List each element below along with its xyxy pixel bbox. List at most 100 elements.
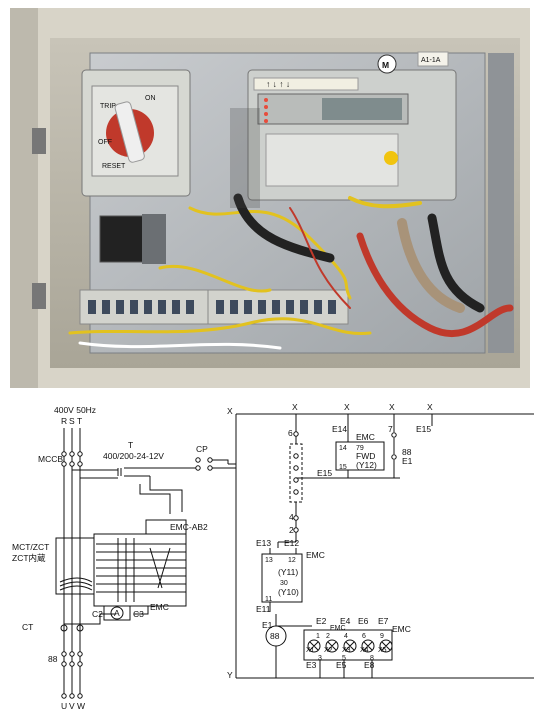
relay-display — [322, 98, 402, 120]
pushbutton-contacts — [293, 453, 299, 495]
e11-label: E11 — [256, 604, 271, 614]
e2-label: E2 — [316, 616, 327, 626]
c2-label: C2 — [92, 609, 103, 619]
fwd-y12: (Y12) — [356, 460, 377, 470]
breaker-reset-label: RESET — [102, 163, 126, 170]
aux-relay — [99, 214, 166, 264]
output-w: W — [77, 701, 85, 711]
relay-arrows: ↑ ↓ ↑ ↓ — [266, 79, 290, 89]
lamp-x3: X3 — [342, 647, 351, 654]
bus-x-label: X — [227, 406, 233, 416]
c88-label: 88 — [402, 447, 412, 457]
nameplate-text: A1-1A — [421, 57, 441, 64]
ammeter-frame — [103, 605, 131, 621]
phase-s: S — [69, 416, 75, 426]
x-tap-3: X — [389, 402, 395, 412]
fwd-output-wire — [296, 470, 400, 479]
mccb-label: MCCB — [38, 454, 63, 464]
emc-y-label: EMC — [306, 550, 325, 560]
ammeter-symbol — [110, 606, 124, 620]
y-30: 30 — [280, 580, 288, 587]
breaker-on-label: ON — [145, 95, 156, 102]
lamp-x5: X5 — [378, 647, 387, 654]
phase-r: R — [61, 416, 67, 426]
lamp-x2: X2 — [324, 647, 333, 654]
mccb-contacts — [61, 451, 83, 467]
node-7: 7 — [388, 424, 393, 434]
phase-t: T — [77, 416, 82, 426]
output-v: V — [69, 701, 75, 711]
emc-lamps-label: EMC — [392, 624, 411, 634]
cabinet-door-edge — [10, 8, 38, 388]
e13-label: E13 — [256, 538, 271, 548]
e3-label: E3 — [306, 660, 317, 670]
wiring-schematic: 400V 50Hz R S T MCCB T 400/200-24-12V CP… — [12, 402, 534, 711]
emc-mid-label: EMC — [330, 625, 346, 632]
ct-coils — [60, 624, 84, 632]
control-buses — [228, 413, 534, 679]
y-11: 11 — [265, 596, 272, 603]
contactor-88 — [61, 651, 83, 667]
terminal-strips — [79, 289, 349, 325]
e6-label: E6 — [358, 616, 369, 626]
e15-top-label: E15 — [416, 424, 431, 434]
e14-label: E14 — [332, 424, 347, 434]
fwd-label: FWD — [356, 451, 375, 461]
protection-relay: ↑ ↓ ↑ ↓ M A1-1A — [247, 51, 457, 201]
contactor-label: 88 — [48, 654, 58, 664]
lamp-b3: 3 — [318, 655, 322, 662]
lamp-t6: 6 — [362, 633, 366, 640]
ct-wires — [64, 606, 149, 625]
wiring — [68, 193, 514, 350]
breaker-unit: TRIP ON OFF RESET — [81, 69, 191, 197]
cable-duct — [230, 108, 260, 208]
lamp-b5: 5 — [342, 655, 346, 662]
lamp-returns — [319, 660, 373, 678]
e8-label: E8 — [364, 660, 375, 670]
supply-label: 400V 50Hz — [54, 405, 96, 415]
mct-label-1: MCT/ZCT — [12, 542, 49, 552]
nameplate — [417, 51, 449, 67]
control-panel-photo: TRIP ON OFF RESET ↑ ↓ ↑ ↓ M A1-1A — [10, 8, 530, 388]
cp-label: CP — [196, 444, 208, 454]
x-tap-1: X — [292, 402, 298, 412]
hinges — [32, 128, 46, 309]
mct-windings — [59, 577, 93, 591]
emc-module-box — [93, 533, 187, 607]
aux-88-bottom — [391, 454, 397, 460]
y-relay-box — [261, 553, 303, 603]
fwd-relay-box — [335, 441, 385, 471]
mct-label-2: ZCT内蔵 — [12, 553, 46, 563]
cp-fuse — [195, 457, 213, 471]
output-u: U — [61, 701, 67, 711]
e5-label: E5 — [336, 660, 347, 670]
e4-label: E4 — [340, 616, 351, 626]
emc-ab2-label: EMC-AB2 — [170, 522, 208, 532]
relay-button[interactable] — [384, 151, 398, 165]
lamp-b8: 8 — [370, 655, 374, 662]
bus-y-label: Y — [227, 670, 233, 680]
y10-label: (Y10) — [278, 587, 299, 597]
lamp-x4: X4 — [360, 647, 369, 654]
breaker-off-label: OFF — [98, 139, 112, 146]
ammeter-label: A — [114, 608, 120, 618]
emc-fwd-label: EMC — [356, 432, 375, 442]
node-6: 6 — [288, 428, 293, 438]
lamp-t4: 4 — [344, 633, 348, 640]
e12-label: E12 — [284, 538, 299, 548]
aux-88-top — [391, 432, 397, 438]
lamp-t2: 2 — [326, 633, 330, 640]
lamp-circles — [307, 639, 393, 653]
right-rail — [488, 53, 514, 353]
y-13: 13 — [265, 557, 273, 564]
cp-output-wires — [212, 459, 229, 469]
transformer-symbol — [72, 467, 200, 514]
c3-label: C3 — [133, 609, 144, 619]
emc-label: EMC — [150, 602, 169, 612]
y-12: 12 — [288, 557, 296, 564]
e1-coil-label: E1 — [402, 456, 413, 466]
x-tap-4: X — [427, 402, 433, 412]
relay-leds — [264, 98, 268, 123]
e1-label: E1 — [262, 620, 273, 630]
node-2: 2 — [289, 525, 294, 535]
